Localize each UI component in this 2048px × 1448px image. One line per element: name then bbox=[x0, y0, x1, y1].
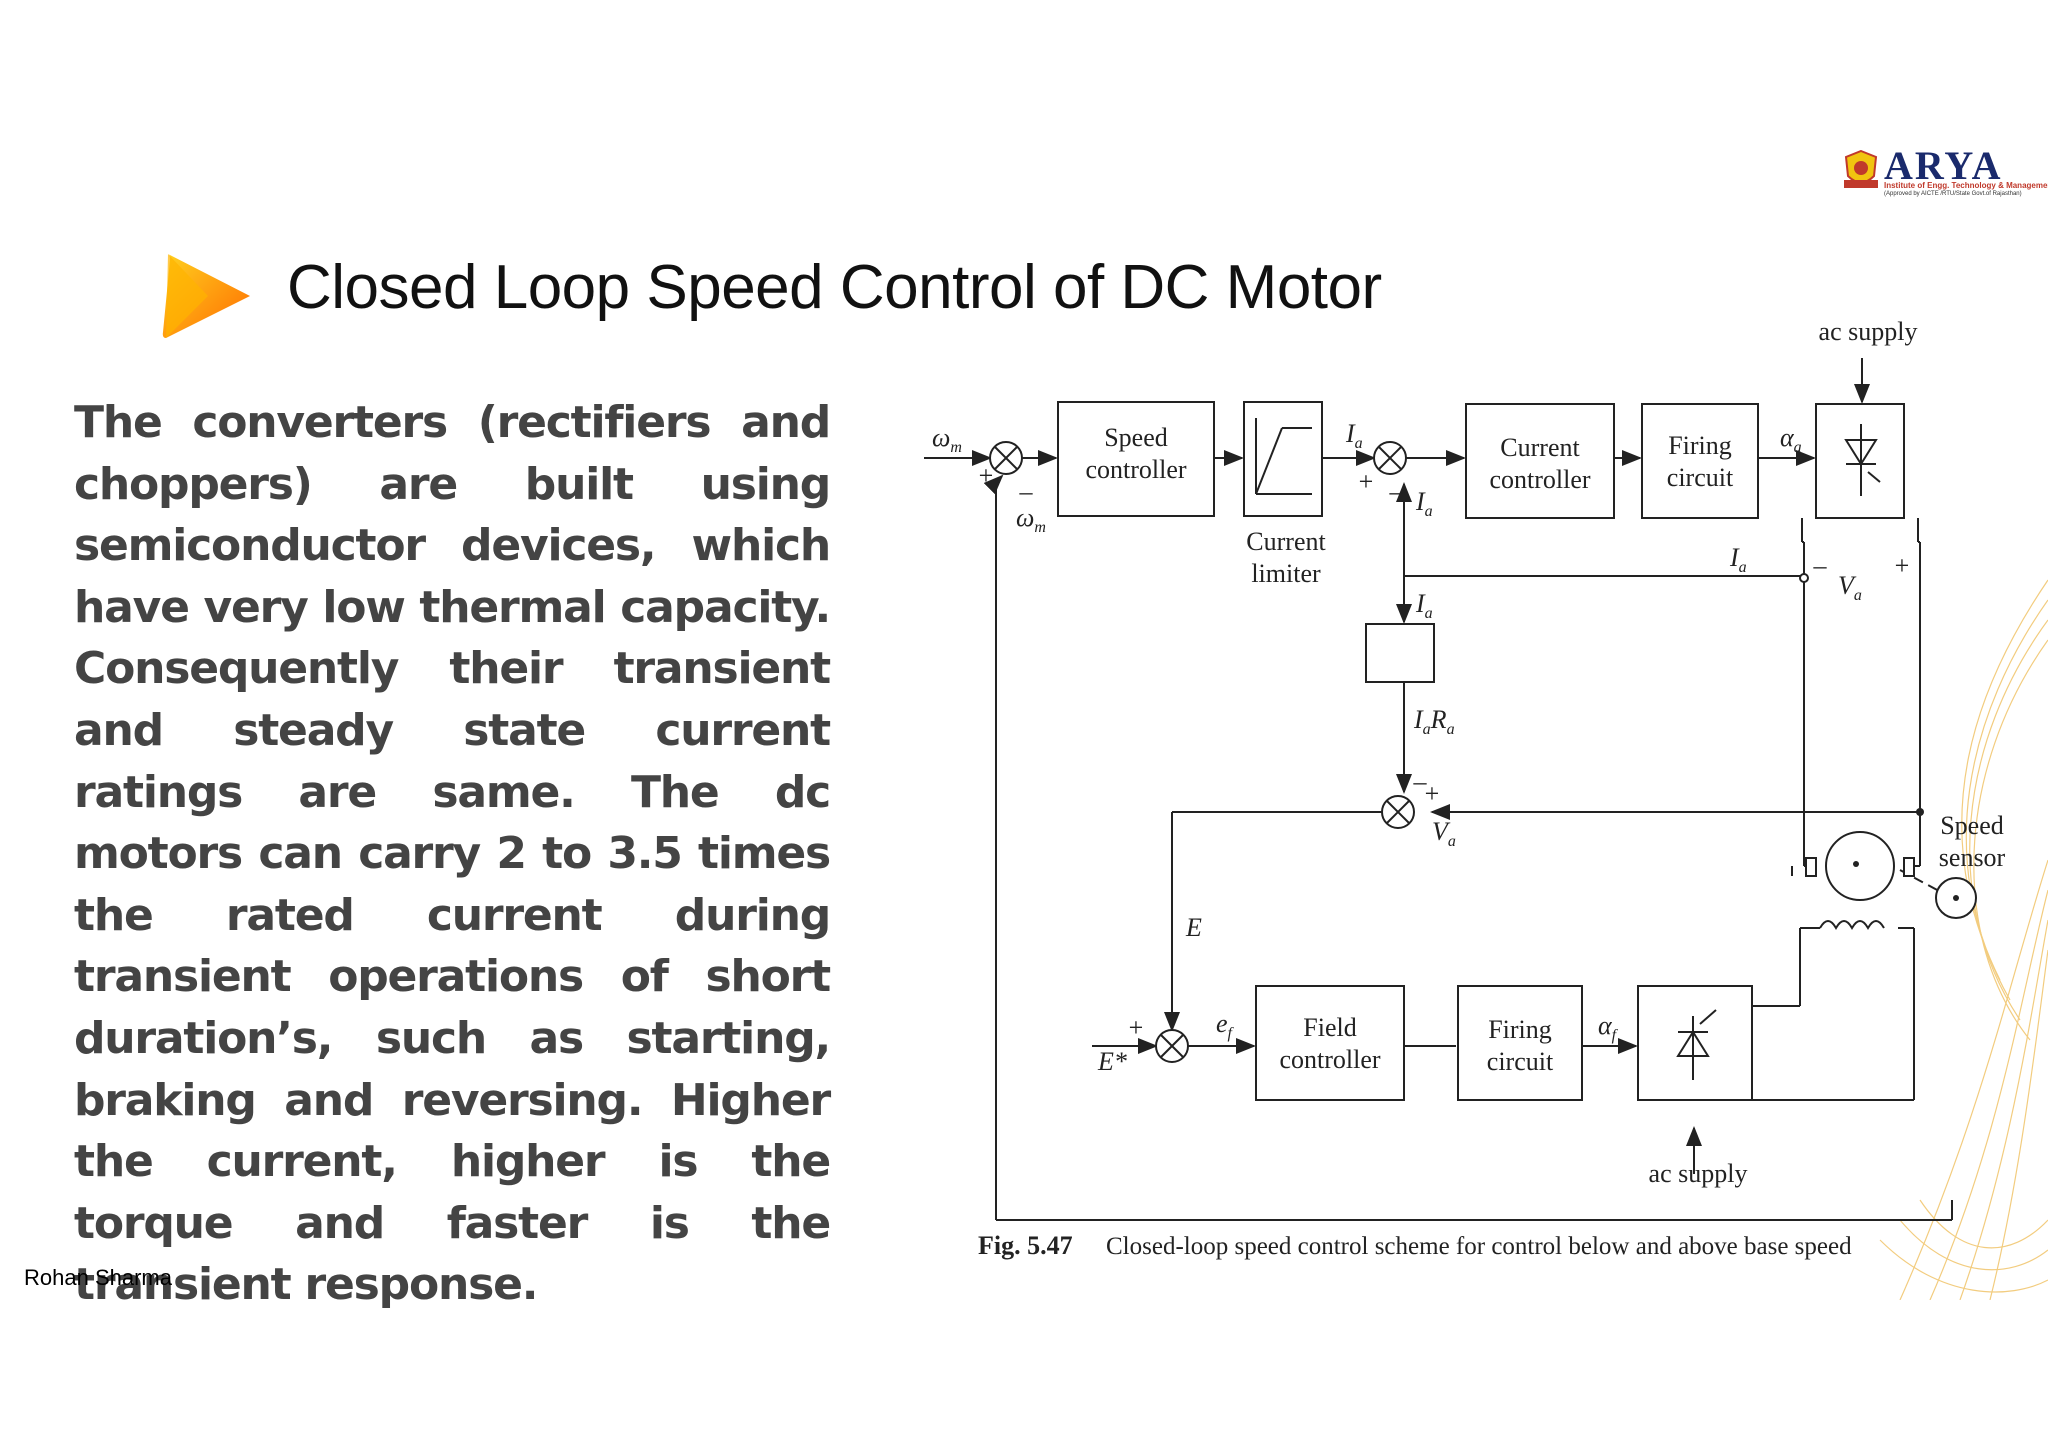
ia-fb-sub: a bbox=[1425, 503, 1433, 520]
minus-sign-1: – bbox=[1019, 477, 1034, 506]
svg-text:αf: αf bbox=[1598, 1011, 1619, 1044]
iara-mid: a bbox=[1423, 721, 1431, 738]
firing-circuit-bottom-label-2: circuit bbox=[1487, 1047, 1554, 1076]
plus-sign-1: + bbox=[979, 461, 994, 490]
ia-fb-label: I bbox=[1415, 487, 1426, 516]
e-label: E bbox=[1185, 913, 1202, 942]
svg-text:Ia: Ia bbox=[1345, 419, 1363, 452]
omega-fb-label: ω bbox=[1016, 503, 1034, 532]
omega-fb-sub: m bbox=[1034, 519, 1046, 536]
iara-r: R bbox=[1430, 705, 1447, 734]
ra-block bbox=[1365, 623, 1435, 683]
firing-circuit-top-label-2: circuit bbox=[1667, 463, 1734, 492]
ia-ref-label: I bbox=[1345, 419, 1356, 448]
svg-text:Va: Va bbox=[1432, 817, 1456, 850]
speed-controller-label-2: controller bbox=[1085, 455, 1186, 484]
logo-name: ARYA bbox=[1884, 143, 2003, 188]
field-converter-block bbox=[1637, 985, 1753, 1101]
va-top-sub: a bbox=[1854, 587, 1862, 604]
current-limiter-label-1: Current bbox=[1246, 527, 1326, 556]
current-controller-label-1: Current bbox=[1500, 433, 1580, 462]
speed-sensor-label-2: sensor bbox=[1939, 843, 2006, 872]
current-limiter-label-2: limiter bbox=[1251, 559, 1321, 588]
e-ref-label: E* bbox=[1097, 1047, 1127, 1076]
plus-sign-va: + bbox=[1895, 551, 1910, 580]
omega-ref-sub: m bbox=[950, 439, 962, 456]
current-controller-label-2: controller bbox=[1489, 465, 1590, 494]
firing-circuit-bottom-label-1: Firing bbox=[1488, 1015, 1552, 1044]
speed-controller-label-1: Speed bbox=[1104, 423, 1168, 452]
plus-sign-3: + bbox=[1425, 779, 1440, 808]
va-sub: a bbox=[1448, 833, 1456, 850]
figure-caption: Closed-loop speed control scheme for con… bbox=[1106, 1233, 1852, 1260]
ef-label: e bbox=[1216, 1009, 1228, 1038]
minus-sign-3: – bbox=[1413, 767, 1428, 796]
iara-sub: a bbox=[1447, 721, 1455, 738]
alpha-f-sub: f bbox=[1612, 1027, 1619, 1044]
va-top-label: V bbox=[1838, 571, 1857, 600]
ia-ref-sub: a bbox=[1355, 435, 1363, 452]
svg-text:ωm: ωm bbox=[1016, 503, 1046, 536]
ac-supply-bottom-label: ac supply bbox=[1649, 1159, 1748, 1188]
minus-sign-va: – bbox=[1813, 551, 1828, 580]
logo-tagline: Institute of Engg. Technology & Manageme… bbox=[1884, 181, 2048, 190]
ia-down-label: I bbox=[1415, 589, 1426, 618]
ac-supply-top-label: ac supply bbox=[1819, 317, 1918, 346]
ef-sub: f bbox=[1228, 1025, 1235, 1042]
block-diagram: Speed controller Current controller Firi… bbox=[924, 317, 2006, 1260]
slide-title: Closed Loop Speed Control of DC Motor bbox=[287, 253, 1382, 322]
svg-text:Ia: Ia bbox=[1415, 589, 1433, 622]
decorative-curves bbox=[1879, 579, 2048, 1300]
svg-text:IaRa: IaRa bbox=[1413, 705, 1455, 738]
svg-text:Ia: Ia bbox=[1729, 543, 1747, 576]
iara-label: I bbox=[1413, 705, 1424, 734]
field-controller-label-2: controller bbox=[1279, 1045, 1380, 1074]
firing-circuit-bottom-block bbox=[1457, 985, 1583, 1101]
svg-text:ωm: ωm bbox=[932, 423, 962, 456]
body-paragraph: The converters (rectifiers and choppers)… bbox=[74, 397, 831, 1311]
speed-controller-block bbox=[1057, 401, 1215, 517]
minus-sign-2: – bbox=[1389, 477, 1404, 506]
field-controller-label-1: Field bbox=[1303, 1013, 1356, 1042]
firing-circuit-top-label-1: Firing bbox=[1668, 431, 1732, 460]
alpha-f-label: α bbox=[1598, 1011, 1613, 1040]
svg-text:Va: Va bbox=[1838, 571, 1862, 604]
play-arrow-icon bbox=[162, 254, 250, 338]
plus-sign-4: + bbox=[1129, 1013, 1144, 1042]
omega-ref-label: ω bbox=[932, 423, 950, 452]
current-controller-block bbox=[1465, 403, 1615, 519]
svg-text:Ia: Ia bbox=[1415, 487, 1433, 520]
institute-logo: ARYA Institute of Engg. Technology & Man… bbox=[1838, 143, 2048, 202]
field-controller-block bbox=[1255, 985, 1405, 1101]
svg-text:αa: αa bbox=[1780, 423, 1802, 456]
alpha-a-label: α bbox=[1780, 423, 1795, 452]
svg-text:ef: ef bbox=[1216, 1009, 1235, 1042]
figure-number: Fig. 5.47 bbox=[978, 1231, 1073, 1260]
author-name: Rohan Sharma bbox=[24, 1265, 172, 1290]
alpha-a-sub: a bbox=[1794, 439, 1802, 456]
ia-line-sub: a bbox=[1739, 559, 1747, 576]
logo-approval: (Approved by AICTE /RTU/State Govt.of Ra… bbox=[1884, 191, 2022, 197]
firing-circuit-top-block bbox=[1641, 403, 1759, 519]
ia-down-sub: a bbox=[1425, 605, 1433, 622]
ia-line-label: I bbox=[1729, 543, 1740, 572]
shield-icon bbox=[1844, 150, 1878, 188]
speed-sensor-label-1: Speed bbox=[1940, 811, 2004, 840]
va-label: V bbox=[1432, 817, 1451, 846]
plus-sign-2: + bbox=[1359, 467, 1374, 496]
